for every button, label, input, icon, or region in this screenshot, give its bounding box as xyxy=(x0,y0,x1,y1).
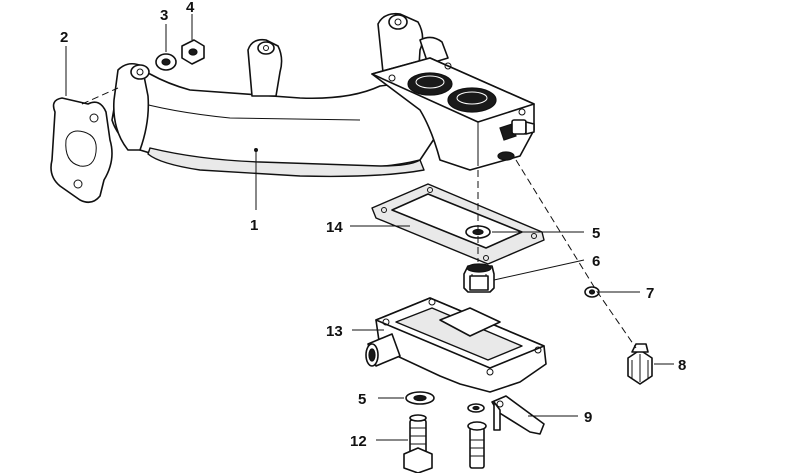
intermediate-flange xyxy=(365,275,547,393)
callout-7: 7 xyxy=(646,285,654,302)
callout-5-top: 5 xyxy=(592,225,600,242)
callout-13: 13 xyxy=(326,323,343,340)
washer-5-bottom xyxy=(405,391,435,405)
callout-1: 1 xyxy=(250,217,258,234)
callout-3: 3 xyxy=(160,7,168,24)
callout-12: 12 xyxy=(350,433,367,450)
washer-3 xyxy=(155,53,177,71)
callout-8: 8 xyxy=(678,357,686,374)
intake-manifold xyxy=(111,12,535,178)
hex-nut-4 xyxy=(181,39,205,65)
callout-2: 2 xyxy=(60,29,68,46)
flange-gasket xyxy=(50,97,113,204)
callout-6: 6 xyxy=(592,253,600,270)
callout-14: 14 xyxy=(326,219,343,236)
assembly-line-gasket xyxy=(81,87,119,105)
carburettor-gasket xyxy=(371,183,545,265)
bracket-9 xyxy=(491,395,545,435)
leader-6 xyxy=(493,259,585,281)
leader-dot-1 xyxy=(254,148,258,152)
bolt-lower xyxy=(467,421,487,469)
callout-5-bottom: 5 xyxy=(358,391,366,408)
callout-4: 4 xyxy=(186,0,195,16)
washer-7 xyxy=(584,286,600,298)
union-fitting-8 xyxy=(627,343,653,385)
stud-bolt-12 xyxy=(403,414,433,473)
assembly-line-fitting xyxy=(515,159,637,349)
callout-9: 9 xyxy=(584,409,592,426)
washer-lower xyxy=(467,403,485,413)
